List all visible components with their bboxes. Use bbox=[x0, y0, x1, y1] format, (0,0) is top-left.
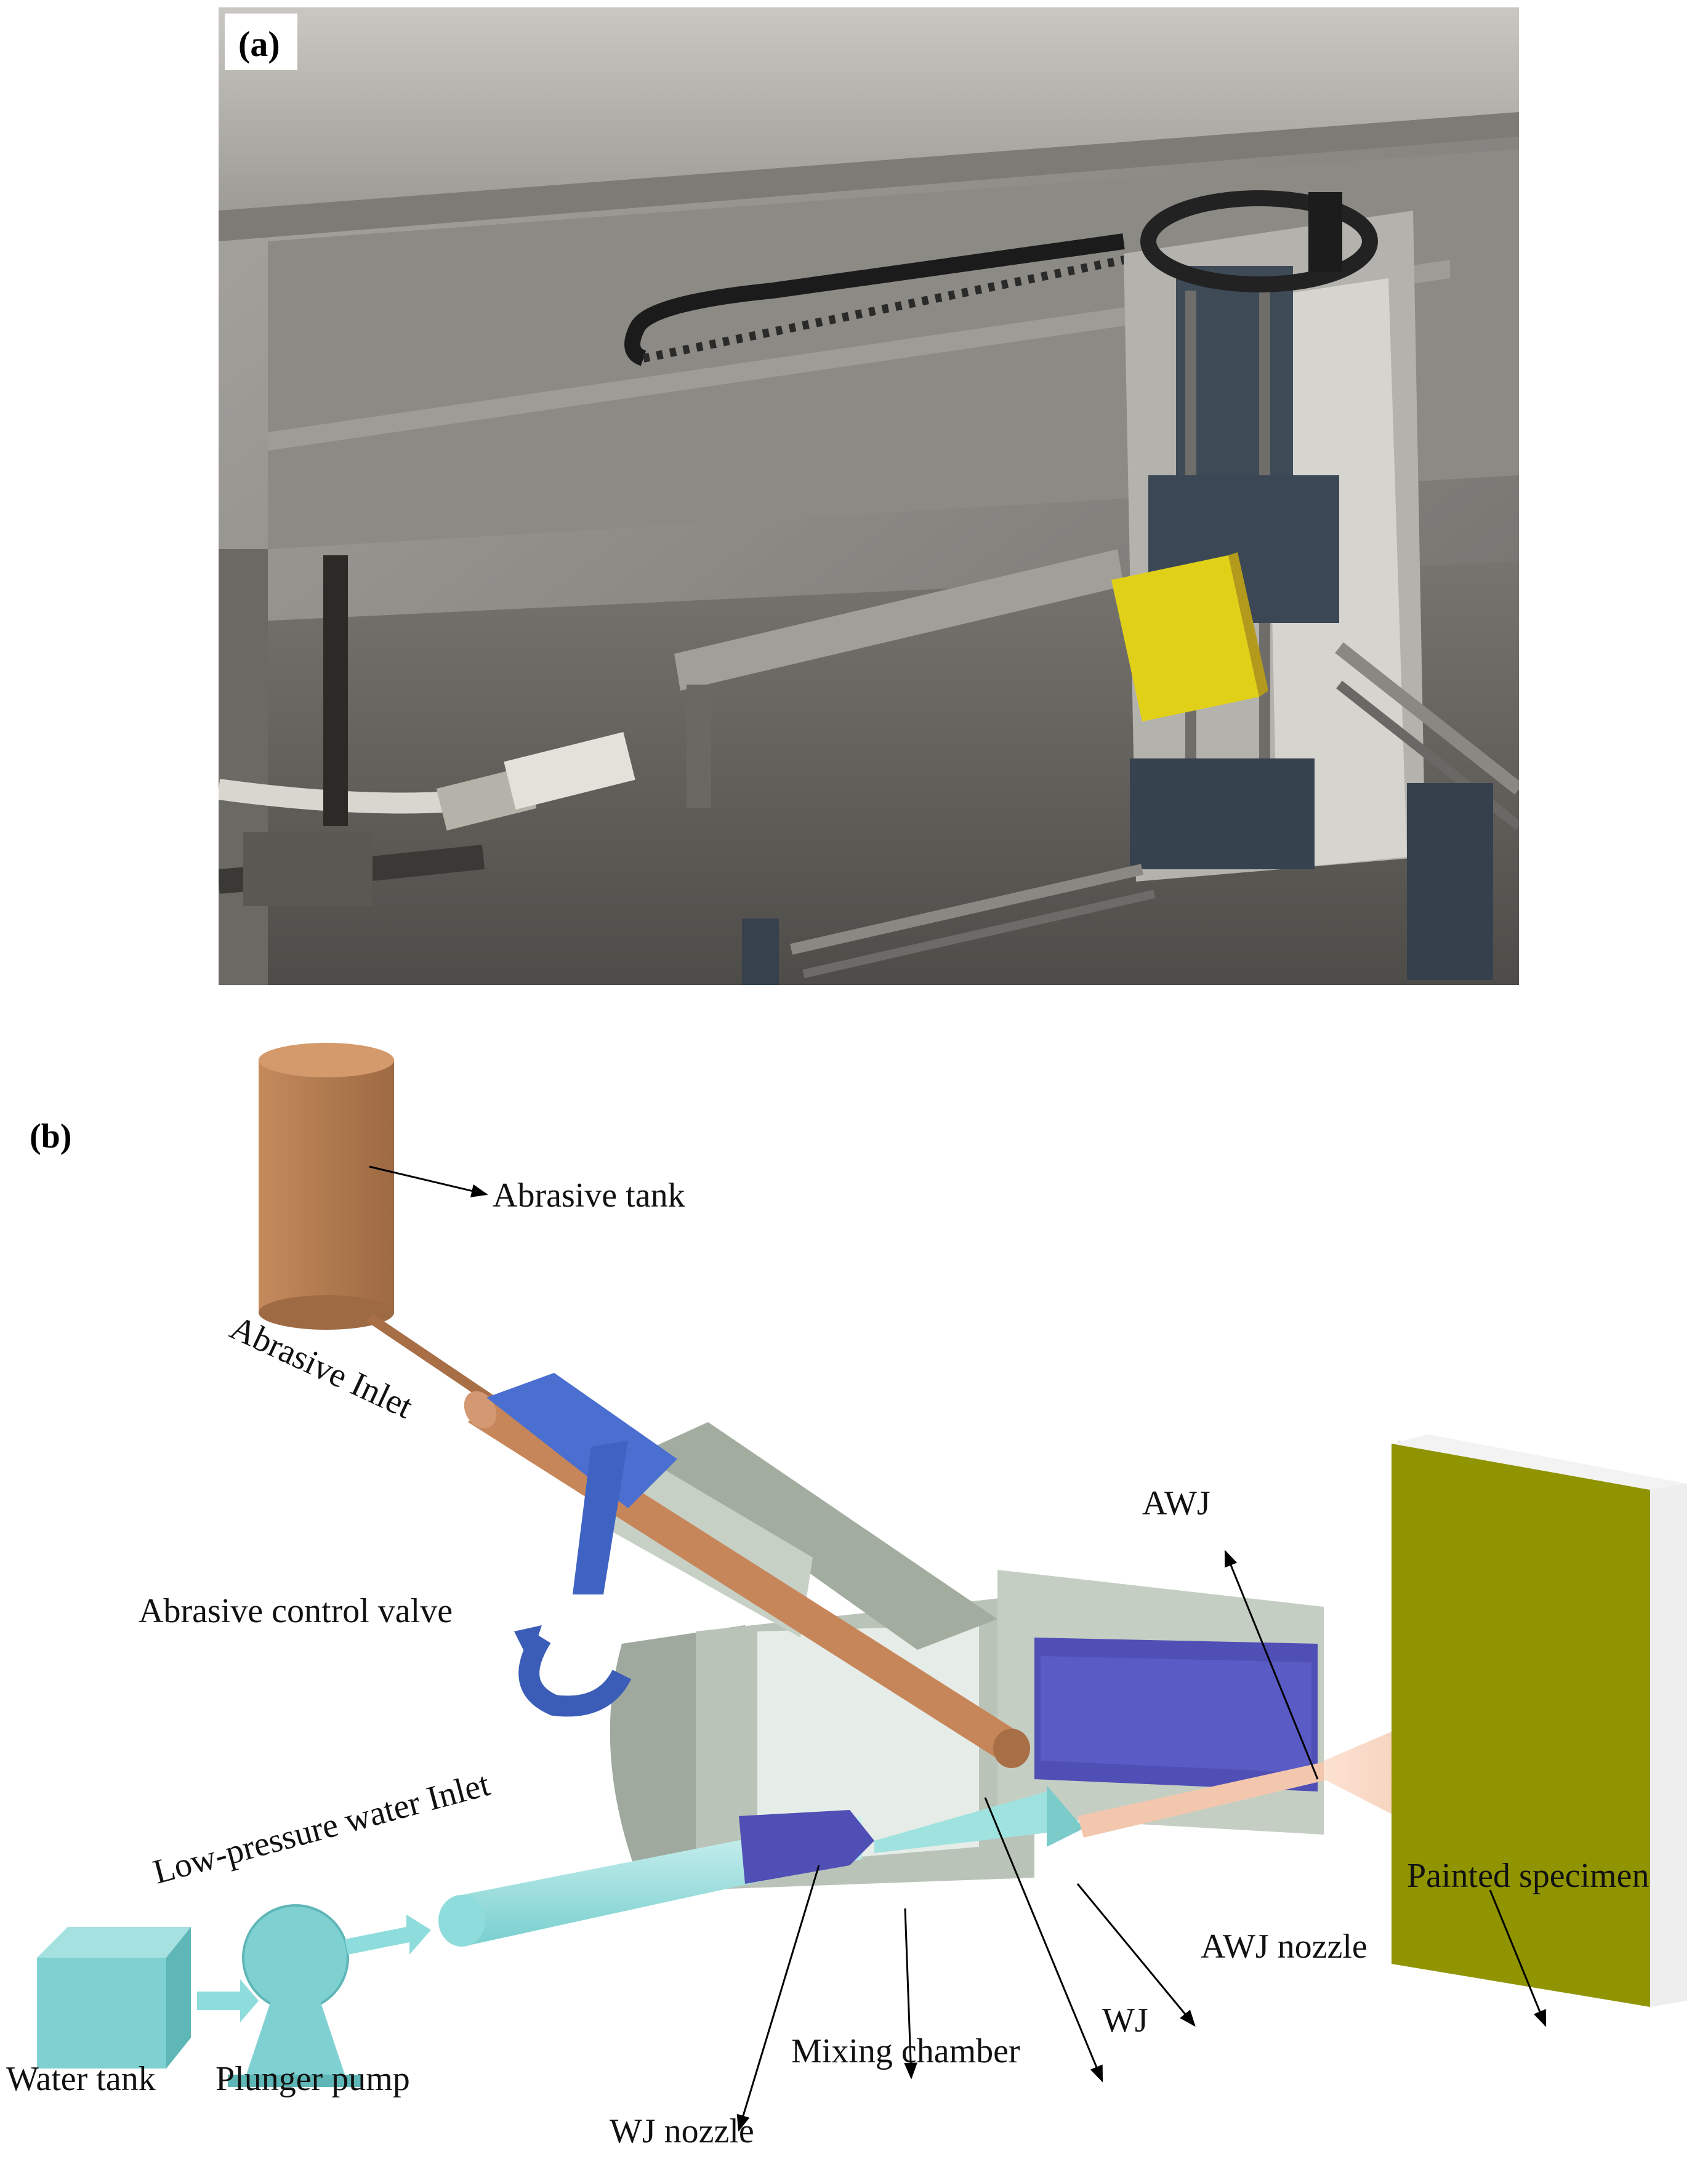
label-wj: WJ bbox=[1102, 2001, 1148, 2040]
photo-panel: (a) bbox=[219, 7, 1519, 985]
leader-lines bbox=[369, 1165, 1547, 2132]
plunger-pump bbox=[228, 1904, 363, 2087]
label-abrasive-tank: Abrasive tank bbox=[493, 1176, 685, 1215]
photo-label-box: (a) bbox=[225, 14, 297, 70]
tank-to-pump-arrow bbox=[197, 1979, 259, 2022]
label-low-pressure-water-inlet: Low-pressure water Inlet bbox=[149, 1765, 494, 1892]
wj-nozzle bbox=[739, 1810, 874, 1884]
pump-to-inlet-arrow bbox=[345, 1915, 431, 1955]
awj-schematic: (b) bbox=[6, 1043, 1687, 2150]
panel-a-label: (a) bbox=[238, 24, 280, 64]
label-water-tank: Water tank bbox=[6, 2060, 156, 2098]
label-awj: AWJ bbox=[1142, 1484, 1211, 1522]
abrasive-tank bbox=[259, 1043, 394, 1330]
water-inlet-line bbox=[438, 1785, 1084, 1947]
label-abrasive-control-valve: Abrasive control valve bbox=[139, 1592, 453, 1630]
painted-specimen bbox=[1392, 1434, 1687, 2007]
abrasive-control-valve bbox=[486, 1373, 677, 1717]
label-wj-nozzle: WJ nozzle bbox=[610, 2112, 754, 2150]
label-painted-specimen: Painted specimen bbox=[1407, 1857, 1649, 1895]
label-mixing-chamber: Mixing chamber bbox=[791, 2032, 1020, 2070]
water-tank bbox=[37, 1927, 191, 2069]
abrasive-feed-line bbox=[366, 1313, 496, 1405]
experimental-setup-photo bbox=[219, 7, 1519, 985]
label-plunger-pump: Plunger pump bbox=[216, 2060, 410, 2098]
label-awj-nozzle: AWJ nozzle bbox=[1201, 1928, 1368, 1966]
panel-b-label: (b) bbox=[30, 1117, 71, 1156]
